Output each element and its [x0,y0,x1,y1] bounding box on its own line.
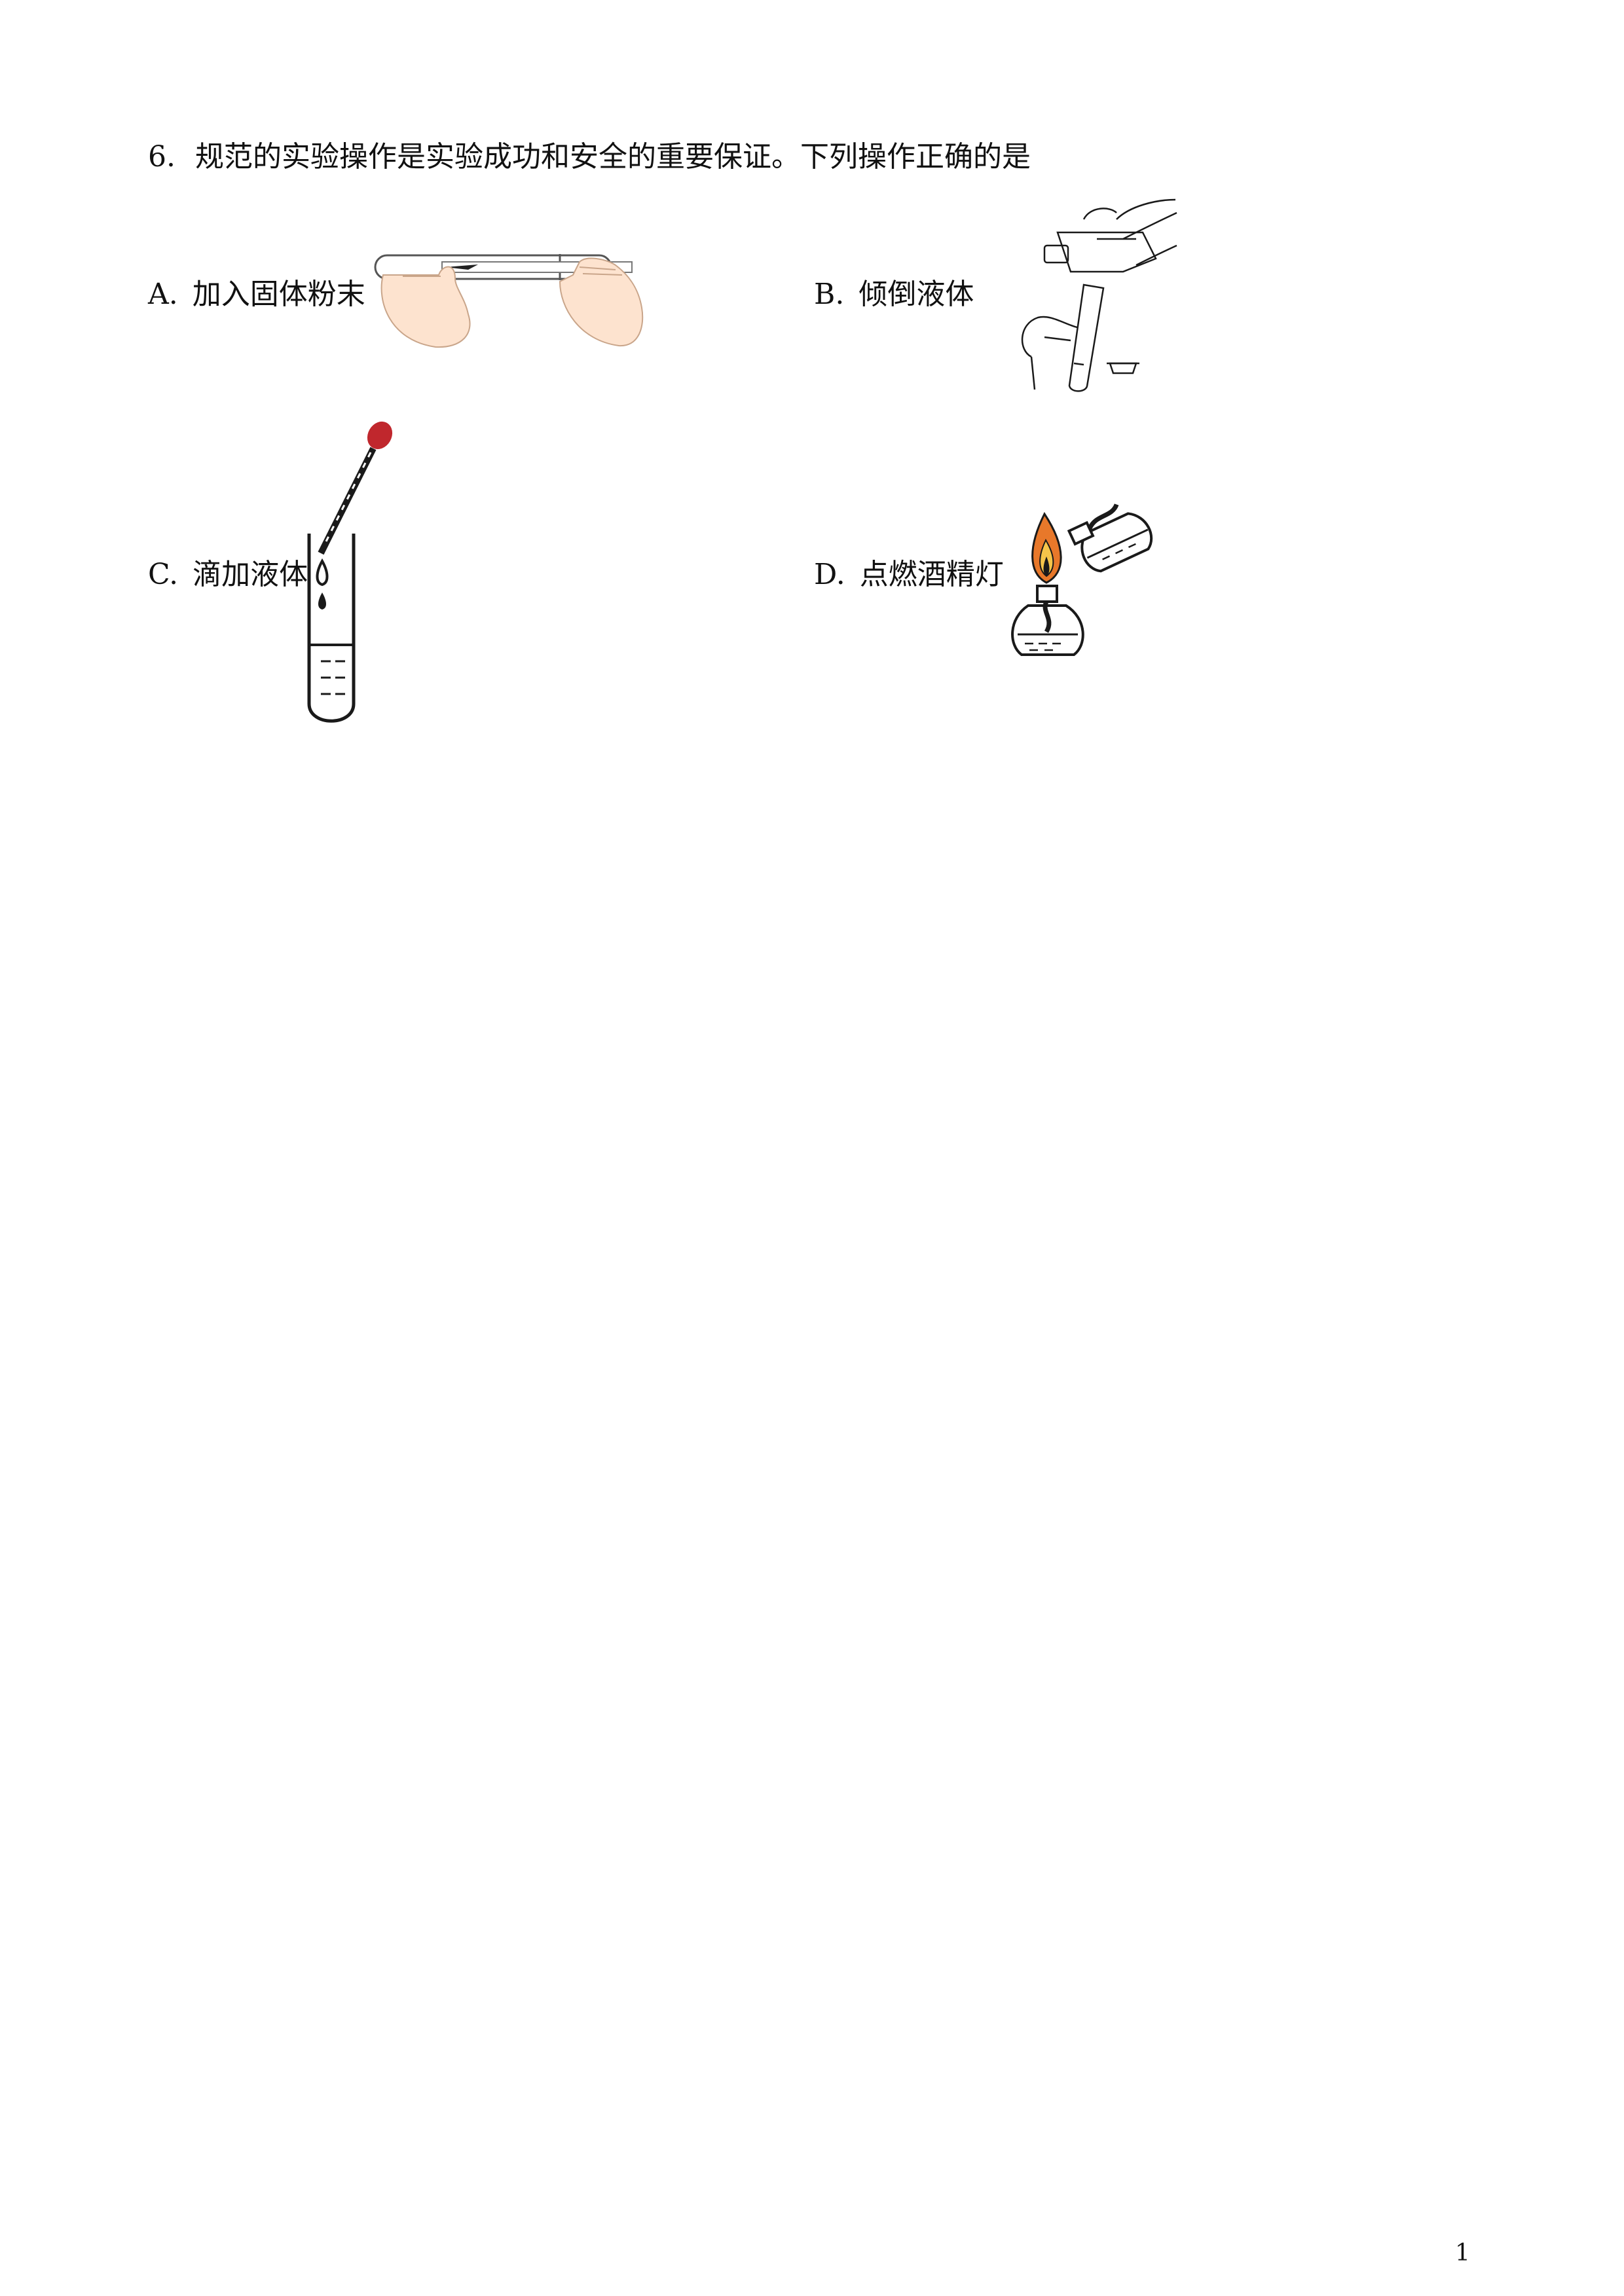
option-d-text: 点燃酒精灯 [859,558,1004,591]
option-a-figure [374,254,644,348]
option-c-letter: C. [148,558,179,591]
option-b-figure [1021,198,1177,392]
option-d-letter: D. [814,558,845,591]
option-d[interactable]: D. 点燃酒精灯 [814,555,1004,594]
question-stem: 6. 规范的实验操作是实验成功和安全的重要保证。下列操作正确的是 [148,137,1031,177]
option-c-text: 滴加液体 [193,558,308,591]
option-b-letter: B. [814,278,845,311]
option-a-text: 加入固体粉末 [192,278,365,311]
option-b-text: 倾倒液体 [858,278,974,311]
option-c[interactable]: C. 滴加液体 [148,555,308,594]
question-text: 规范的实验操作是实验成功和安全的重要保证。下列操作正确的是 [194,140,1031,173]
option-c-figure [307,421,393,723]
question-number: 6. [148,140,175,173]
option-b[interactable]: B. 倾倒液体 [814,275,974,314]
option-d-figure [1011,503,1153,656]
option-a[interactable]: A. 加入固体粉末 [148,275,365,314]
page-number: 1 [1455,2240,1470,2267]
option-a-letter: A. [148,278,178,311]
